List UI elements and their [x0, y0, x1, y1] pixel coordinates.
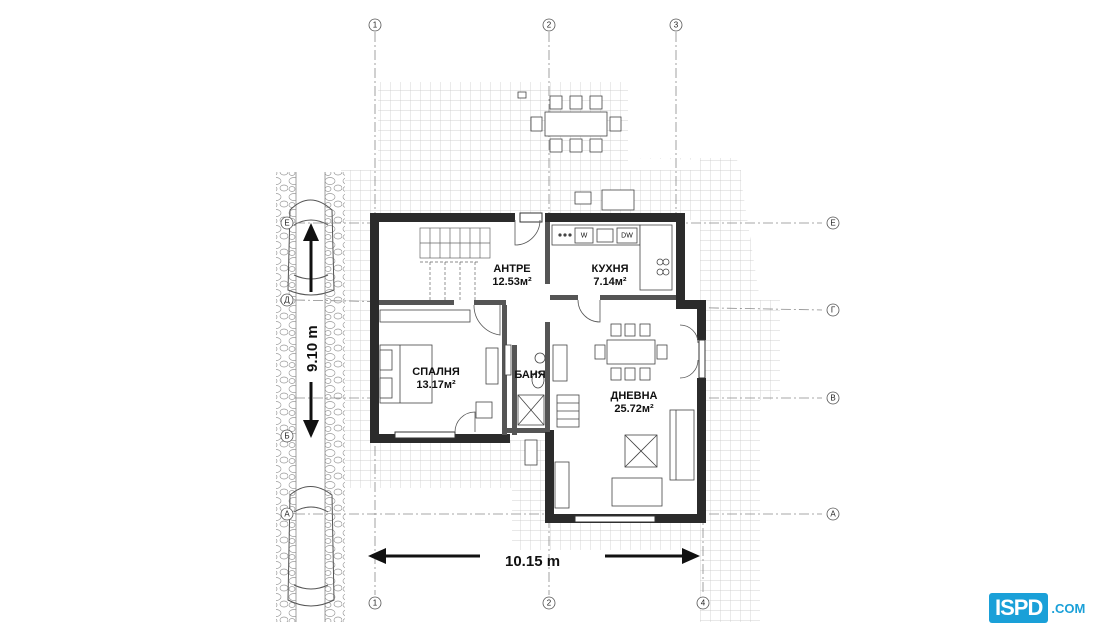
wardrobe-icon [379, 309, 499, 419]
sink-bath-icon [534, 352, 546, 364]
terrace-paving [341, 82, 780, 622]
room-area-antre: 12.53м² [492, 276, 532, 288]
svg-text:В: В [830, 394, 835, 403]
grid-labels-right: Е Г В А [826, 216, 840, 521]
stone-strip-right [325, 172, 345, 622]
svg-text:2: 2 [547, 21, 552, 30]
logo-main-text: ISPD [989, 593, 1049, 623]
svg-text:Г: Г [831, 306, 836, 315]
room-name-banya: БАНЯ [514, 369, 545, 381]
boiler-icon [524, 439, 538, 466]
room-name-antre: АНТРЕ [493, 263, 530, 275]
grid-labels-left: Е Д Б А [280, 216, 294, 521]
washer-label: W [581, 233, 588, 240]
room-name-kuhnya: КУХНЯ [591, 263, 628, 275]
height-dimension-label: 9.10 m [304, 325, 321, 372]
room-area-spalnya: 13.17м² [416, 379, 456, 391]
svg-text:Е: Е [830, 219, 835, 228]
bbq-icon [601, 189, 635, 211]
height-dimension: 9.10 m [303, 223, 321, 438]
grid-labels-bottom: 1 2 4 [368, 596, 710, 610]
kitchen-counter [551, 224, 673, 291]
staircase [419, 227, 491, 300]
stone-strip-left [276, 172, 296, 622]
living-room-furniture [552, 344, 695, 509]
ispd-logo: ISPD .COM [989, 590, 1117, 626]
svg-text:Е: Е [284, 219, 289, 228]
width-dimension: 10.15 m [368, 548, 700, 570]
dishwasher-label: DW [621, 233, 633, 240]
svg-text:1: 1 [373, 599, 378, 608]
svg-text:3: 3 [674, 21, 679, 30]
armchair-icon [611, 477, 663, 507]
svg-text:1: 1 [373, 21, 378, 30]
washer-icon [574, 227, 594, 244]
terrace-upper [341, 170, 741, 220]
room-name-dnevna: ДНЕВНА [611, 390, 658, 402]
bathroom-fixtures [504, 344, 546, 466]
logo-suffix-text: .COM [1051, 600, 1086, 616]
windows [394, 212, 706, 523]
dishwasher-icon [616, 227, 638, 244]
interior-walls [379, 222, 676, 435]
outdoor-dining-icon [517, 91, 635, 211]
svg-text:А: А [830, 510, 836, 519]
svg-text:Б: Б [284, 432, 289, 441]
porch-right [705, 300, 780, 400]
terrace-left [341, 215, 373, 445]
sink-icon [596, 228, 614, 243]
terrace-steps [700, 550, 760, 622]
svg-text:4: 4 [701, 599, 706, 608]
sofa-icon [669, 409, 695, 481]
bed-icon [379, 344, 433, 404]
svg-text:2: 2 [547, 599, 552, 608]
dining-table-icon [594, 323, 668, 381]
terrace-bottom-left [341, 440, 546, 488]
room-area-kuhnya: 7.14м² [593, 276, 627, 288]
tv-cabinet-icon [554, 461, 570, 509]
toilet-icon [531, 371, 545, 389]
width-dimension-label: 10.15 m [505, 553, 560, 570]
car-bottom-icon [287, 486, 335, 607]
grid-labels-top: 1 2 3 [368, 18, 683, 32]
cabinet-icon [552, 344, 568, 382]
svg-text:А: А [284, 510, 290, 519]
room-area-dnevna: 25.72м² [614, 403, 654, 415]
svg-text:Д: Д [284, 296, 290, 305]
doors [454, 219, 699, 433]
room-name-spalnya: СПАЛНЯ [412, 366, 460, 378]
